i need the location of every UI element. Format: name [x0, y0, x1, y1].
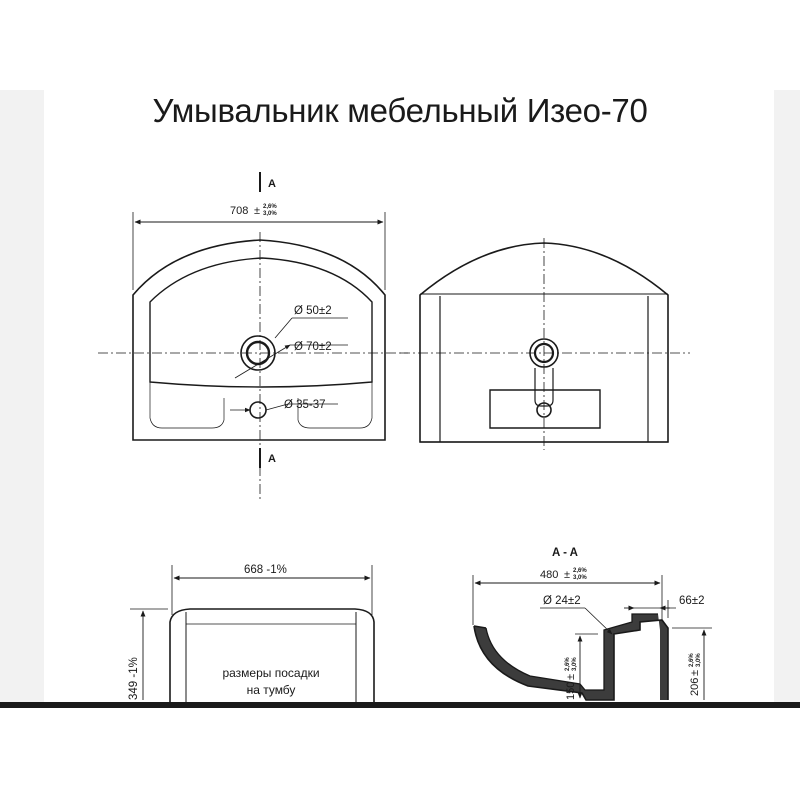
- top-view: [98, 172, 408, 500]
- section-label-bottom: A: [268, 453, 276, 465]
- faucet-hole-outer: [240, 335, 276, 371]
- overflow-channel: [534, 368, 554, 407]
- section-title: A - A: [552, 547, 578, 559]
- rear-drain-hole: [536, 402, 552, 418]
- basin-bowl-outline: [149, 257, 373, 388]
- mount-note-line2: на тумбу: [247, 683, 296, 697]
- bowl-height-label: 150: [565, 682, 577, 700]
- bottom-black-bar: [0, 702, 800, 708]
- cabinet-notch-right: [297, 382, 373, 429]
- rear-view: [400, 238, 690, 450]
- rear-faucet-hole-outer: [529, 338, 559, 368]
- width-tol-upper: 2,6%: [263, 204, 277, 210]
- total-height-tol-upper: 2,6%: [689, 653, 695, 667]
- faucet-outer-label: Ø 70±2: [294, 341, 332, 353]
- top-view-labels: A A 708 ± 2,6% 3,0% Ø 50±2 Ø 70±2 Ø 35-3…: [230, 178, 332, 465]
- depth-tol-lower: 3,0%: [573, 575, 587, 581]
- mount-width-label: 668 -1%: [244, 564, 287, 576]
- faucet-hole-label: Ø 50±2: [294, 305, 332, 317]
- rim-label: 66±2: [679, 595, 705, 607]
- pm-sign: ±: [689, 670, 701, 676]
- pm-sign: ±: [254, 205, 260, 217]
- mount-height-label: 349 -1%: [128, 657, 140, 700]
- total-height-label: 206: [689, 678, 701, 696]
- depth-tol-upper: 2,6%: [573, 568, 587, 574]
- drawing-title: Умывальник мебельный Изео-70: [152, 92, 648, 129]
- left-margin-band: [0, 90, 44, 705]
- total-height-tol-lower: 3,0%: [696, 653, 702, 667]
- depth-label: 480: [540, 569, 558, 581]
- overflow-hole: [249, 401, 267, 419]
- drain-recess: [489, 389, 601, 429]
- section-hatch: [474, 614, 668, 700]
- cabinet-notch-left: [149, 382, 225, 429]
- pm-sign: ±: [564, 569, 570, 581]
- mount-note-line1: размеры посадки: [222, 666, 319, 680]
- mounting-view-labels: 668 -1% размеры посадки на тумбу 349 -1%: [128, 564, 320, 700]
- bowl-height-tol-upper: 2,6%: [565, 657, 571, 671]
- width-tol-lower: 3,0%: [263, 211, 277, 217]
- drain-label: Ø 24±2: [543, 595, 581, 607]
- right-margin-band: [774, 90, 800, 705]
- bowl-height-tol-lower: 3,0%: [572, 657, 578, 671]
- pm-sign: ±: [565, 674, 577, 680]
- overflow-label: Ø 35-37: [284, 399, 326, 411]
- rear-outer-outline: [419, 242, 669, 443]
- section-label-top: A: [268, 178, 276, 190]
- basin-outer-outline: [132, 239, 386, 441]
- section-view: [472, 575, 712, 701]
- width-label: 708: [230, 205, 248, 217]
- section-view-labels: A - A 480 ± 2,6% 3,0% Ø 24±2 66±2 150 ± …: [540, 547, 705, 700]
- bottom-blank-area: [0, 707, 800, 800]
- mounting-view: [130, 565, 375, 702]
- rear-faucet-hole-inner: [533, 342, 555, 364]
- mount-outline: [169, 608, 375, 702]
